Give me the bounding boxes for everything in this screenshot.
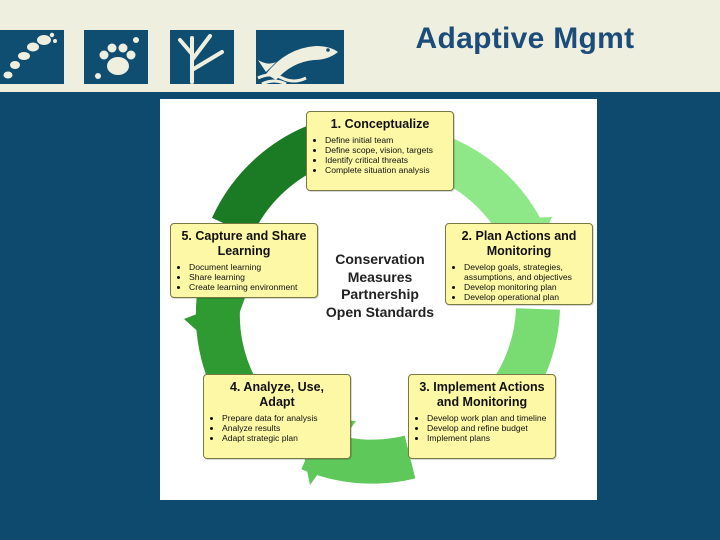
list-item: Share learning xyxy=(189,272,311,282)
step-5-list: Document learning Share learning Create … xyxy=(177,262,311,292)
list-item: Develop work plan and timeline xyxy=(427,413,549,423)
list-item: Analyze results xyxy=(222,423,344,433)
plant-icon xyxy=(170,30,234,84)
step-1-title: 1. Conceptualize xyxy=(330,117,430,131)
list-item: Define initial team xyxy=(325,135,447,145)
list-item: Develop goals, strategies, assumptions, … xyxy=(464,262,586,282)
step-4-list: Prepare data for analysis Analyze result… xyxy=(210,413,344,443)
footprint-icon xyxy=(0,30,64,84)
step-2-title-line: 2. Plan Actions and xyxy=(461,229,577,243)
list-item: Identify critical threats xyxy=(325,155,447,165)
list-item: Develop monitoring plan xyxy=(464,282,586,292)
step-4-title-line: 4. Analyze, Use, xyxy=(229,380,325,394)
list-item: Implement plans xyxy=(427,433,549,443)
list-item: Create learning environment xyxy=(189,282,311,292)
step-5-title-line: 5. Capture and Share xyxy=(181,229,307,243)
center-line: Measures xyxy=(347,268,413,285)
list-item: Document learning xyxy=(189,262,311,272)
step-3-list: Develop work plan and timeline Develop a… xyxy=(415,413,549,443)
step-3-title-line: 3. Implement Actions xyxy=(419,380,545,394)
step-2-box: 2. Plan Actions and Monitoring Develop g… xyxy=(445,223,593,305)
step-3-box: 3. Implement Actions and Monitoring Deve… xyxy=(408,374,556,459)
list-item: Define scope, vision, targets xyxy=(325,145,447,155)
adaptive-management-cycle-diagram: Conservation Measures Partnership Open S… xyxy=(160,99,597,500)
step-2-list: Develop goals, strategies, assumptions, … xyxy=(452,262,586,302)
step-1-list: Define initial team Define scope, vision… xyxy=(313,135,447,175)
fish-icon xyxy=(256,30,344,84)
center-label: Conservation Measures Partnership Open S… xyxy=(310,251,450,321)
paw-prints-icon xyxy=(84,30,148,84)
step-4-box: 4. Analyze, Use, Adapt Prepare data for … xyxy=(203,374,351,459)
center-line: Partnership xyxy=(341,286,419,302)
list-item: Develop operational plan xyxy=(464,292,586,302)
center-line: Conservation xyxy=(335,251,425,267)
list-item: Complete situation analysis xyxy=(325,165,447,175)
step-5-box: 5. Capture and Share Learning Document l… xyxy=(170,223,318,298)
list-item: Develop and refine budget xyxy=(427,423,549,433)
arrowhead-4 xyxy=(184,295,246,355)
step-2-title-line: Monitoring xyxy=(486,244,552,258)
slide-title: Adaptive Mgmt xyxy=(415,22,635,55)
list-item: Prepare data for analysis xyxy=(222,413,344,423)
center-line: Open Standards xyxy=(325,303,435,320)
step-3-title-line: and Monitoring xyxy=(436,395,528,409)
step-4-title-line: Adapt xyxy=(259,395,295,409)
step-5-title-line: Learning xyxy=(217,244,271,258)
list-item: Adapt strategic plan xyxy=(222,433,344,443)
step-1-box: 1. Conceptualize Define initial team Def… xyxy=(306,111,454,191)
